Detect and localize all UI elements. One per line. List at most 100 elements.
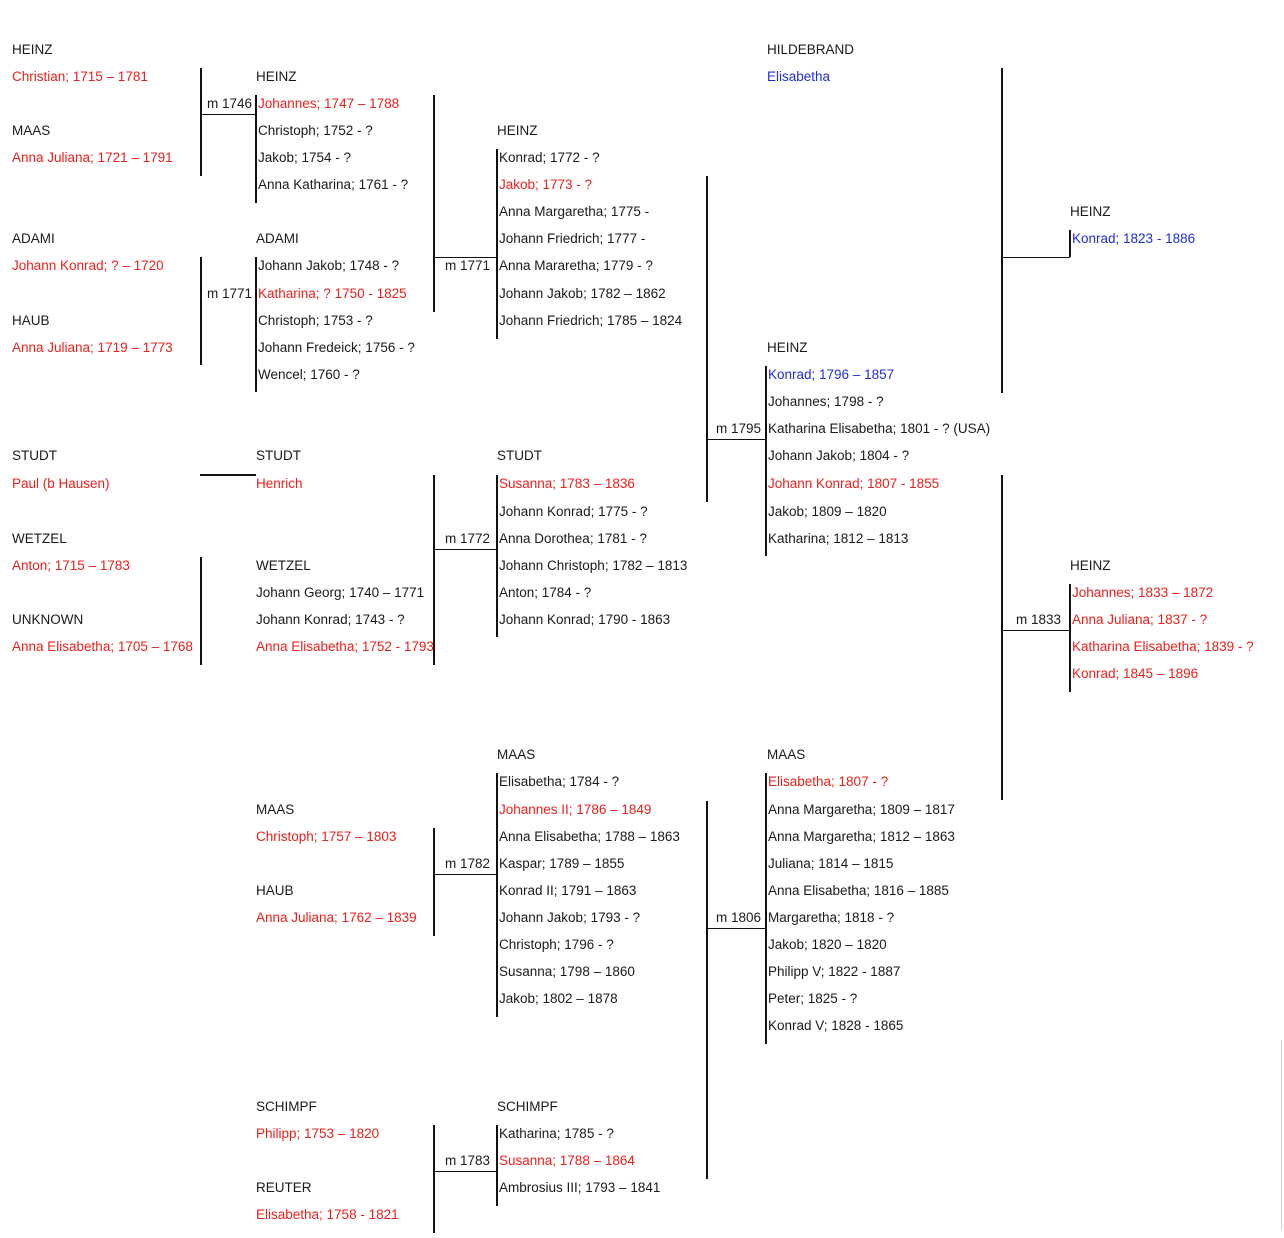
- child-entry: Johann Georg; 1740 – 1771: [256, 585, 425, 600]
- child-entry: Elisabetha; 1807 - ?: [768, 774, 889, 789]
- child-entry: Anna Katharina; 1761 - ?: [258, 177, 409, 192]
- marriage-label: m 1746: [207, 96, 253, 111]
- surname-studt-gen3: STUDT: [497, 448, 542, 463]
- child-entry: Anna Mararetha; 1779 - ?: [499, 258, 653, 273]
- person-johann-konrad-adami: Johann Konrad; ? – 1720: [12, 258, 164, 273]
- children-bracket: [765, 366, 767, 556]
- child-entry: Johann Friedrich; 1777 -: [499, 231, 646, 246]
- children-bracket: [496, 773, 498, 1017]
- marriage-label: m 1783: [445, 1153, 491, 1168]
- surname-maas-gen3: MAAS: [497, 747, 536, 762]
- child-entry: Anna Margaretha; 1809 – 1817: [768, 802, 955, 817]
- child-entry: Jakob; 1809 – 1820: [768, 504, 887, 519]
- child-entry: Ambrosius III; 1793 – 1841: [499, 1180, 661, 1195]
- connector-line: [706, 439, 766, 440]
- person-christoph-maas: Christoph; 1757 – 1803: [256, 829, 397, 844]
- surname-reuter: REUTER: [256, 1180, 312, 1195]
- person-anton-wetzel: Anton; 1715 – 1783: [12, 558, 130, 573]
- connector-line: [1001, 630, 1070, 631]
- marriage-label: m 1771: [445, 258, 491, 273]
- child-entry: Anton; 1784 - ?: [499, 585, 592, 600]
- connector-line: [200, 114, 256, 115]
- person-paul-studt: Paul (b Hausen): [12, 476, 110, 491]
- child-entry: Johann Konrad; 1743 - ?: [256, 612, 405, 627]
- surname-unknown: UNKNOWN: [12, 612, 84, 627]
- person-anna-juliana-maas: Anna Juliana; 1721 – 1791: [12, 150, 173, 165]
- child-entry: Juliana; 1814 – 1815: [768, 856, 894, 871]
- surname-schimpf-gen2: SCHIMPF: [256, 1099, 317, 1114]
- child-entry: Henrich: [256, 476, 303, 491]
- child-entry: Christoph; 1796 - ?: [499, 937, 614, 952]
- child-entry: Margaretha; 1818 - ?: [768, 910, 895, 925]
- child-entry: Jakob; 1820 – 1820: [768, 937, 887, 952]
- child-entry: Johann Konrad; 1790 - 1863: [499, 612, 671, 627]
- children-bracket: [1069, 230, 1071, 257]
- surname-wetzel-gen1: WETZEL: [12, 531, 67, 546]
- child-entry: Konrad; 1796 – 1857: [768, 367, 895, 382]
- child-entry: Konrad; 1845 – 1896: [1072, 666, 1199, 681]
- connector-line: [200, 474, 256, 476]
- child-entry: Konrad V; 1828 - 1865: [768, 1018, 904, 1033]
- surname-heinz-gen5: HEINZ: [1070, 204, 1111, 219]
- child-entry: Christoph; 1752 - ?: [258, 123, 373, 138]
- connector-line: [433, 475, 435, 665]
- children-bracket: [496, 149, 498, 339]
- person-elisabetha-hildebrand: Elisabetha: [767, 69, 831, 84]
- connector-line: [200, 257, 202, 365]
- marriage-label: m 1782: [445, 856, 491, 871]
- surname-haub-gen1: HAUB: [12, 313, 50, 328]
- surname-heinz-gen6: HEINZ: [1070, 558, 1111, 573]
- child-entry: Jakob; 1773 - ?: [499, 177, 593, 192]
- person-anna-juliana-haub: Anna Juliana; 1719 – 1773: [12, 340, 173, 355]
- child-entry: Konrad; 1823 - 1886: [1072, 231, 1196, 246]
- child-entry: Anna Elisabetha; 1752 - 1793: [256, 639, 434, 654]
- child-entry: Konrad II; 1791 – 1863: [499, 883, 637, 898]
- children-bracket: [255, 95, 257, 203]
- surname-adami-gen2: ADAMI: [256, 231, 299, 246]
- child-entry: Anna Elisabetha; 1816 – 1885: [768, 883, 949, 898]
- surname-maas-gen1: MAAS: [12, 123, 51, 138]
- child-entry: Wencel; 1760 - ?: [258, 367, 360, 382]
- connector-line: [706, 801, 708, 1179]
- child-entry: Christoph; 1753 - ?: [258, 313, 373, 328]
- person-christian-heinz: Christian; 1715 – 1781: [12, 69, 148, 84]
- connector-line: [433, 1125, 435, 1233]
- surname-studt-gen2: STUDT: [256, 448, 301, 463]
- surname-hildebrand: HILDEBRAND: [767, 42, 855, 57]
- children-bracket: [255, 257, 257, 392]
- child-entry: Katharina; ? 1750 - 1825: [258, 286, 407, 301]
- marriage-label: m 1795: [716, 421, 762, 436]
- child-entry: Anna Elisabetha; 1788 – 1863: [499, 829, 680, 844]
- child-entry: Katharina; 1785 - ?: [499, 1126, 614, 1141]
- child-entry: Johannes; 1833 – 1872: [1072, 585, 1214, 600]
- child-entry: Elisabetha; 1784 - ?: [499, 774, 620, 789]
- surname-haub-gen2: HAUB: [256, 883, 294, 898]
- child-entry: Johannes; 1798 - ?: [768, 394, 884, 409]
- person-anna-juliana-haub-2: Anna Juliana; 1762 – 1839: [256, 910, 417, 925]
- child-entry: Johannes II; 1786 – 1849: [499, 802, 652, 817]
- person-anna-elisabetha-unknown: Anna Elisabetha; 1705 – 1768: [12, 639, 193, 654]
- child-entry: Johann Christoph; 1782 – 1813: [499, 558, 688, 573]
- connector-line: [706, 176, 708, 502]
- page-edge-line: [1281, 1040, 1282, 1230]
- connector-line: [1001, 257, 1070, 258]
- children-bracket: [1069, 584, 1071, 692]
- connector-line: [433, 1171, 497, 1172]
- child-entry: Jakob; 1802 – 1878: [499, 991, 618, 1006]
- child-entry: Johann Friedrich; 1785 – 1824: [499, 313, 683, 328]
- child-entry: Johannes; 1747 – 1788: [258, 96, 400, 111]
- connector-line: [433, 257, 497, 258]
- surname-maas-gen2: MAAS: [256, 802, 295, 817]
- person-philipp-schimpf: Philipp; 1753 – 1820: [256, 1126, 380, 1141]
- child-entry: Susanna; 1783 – 1836: [499, 476, 635, 491]
- connector-line: [433, 828, 435, 936]
- surname-maas-gen4: MAAS: [767, 747, 806, 762]
- surname-heinz-gen1: HEINZ: [12, 42, 53, 57]
- child-entry: Anna Margaretha; 1812 – 1863: [768, 829, 955, 844]
- child-entry: Katharina; 1812 – 1813: [768, 531, 909, 546]
- surname-heinz-gen2: HEINZ: [256, 69, 297, 84]
- child-entry: Johann Jakob; 1748 - ?: [258, 258, 400, 273]
- marriage-label: m 1772: [445, 531, 491, 546]
- children-bracket: [496, 1125, 498, 1206]
- children-bracket: [496, 475, 498, 637]
